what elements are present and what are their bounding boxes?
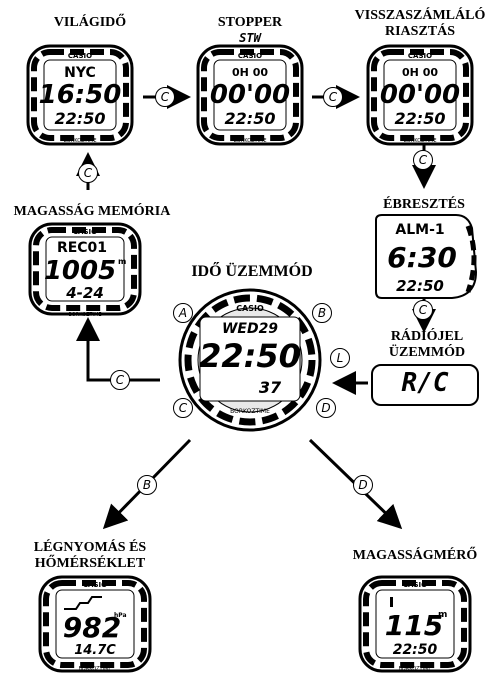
altimeter-label: MAGASSÁGMÉRŐ <box>352 548 478 563</box>
alarm-bottom: 22:50 <box>396 277 444 295</box>
bezel-text: BORKOZTIME <box>230 408 270 415</box>
button-a-marker: A <box>173 303 193 323</box>
countdown-label-1: VISSZASZÁMLÁLÓ <box>354 8 486 23</box>
bezel-text: BORKOZTIME <box>403 138 436 144</box>
brand-text: CASIO <box>68 52 92 60</box>
button-b-marker: B <box>137 475 157 495</box>
world-time-top: NYC <box>64 65 96 81</box>
pressure-graph-line <box>64 596 102 610</box>
button-c-marker: C <box>155 87 175 107</box>
watch-countdown: CASIO 0H 00 00'00 22:50 BORKOZTIME <box>366 44 474 146</box>
world-time-main: 16:50 <box>39 80 122 110</box>
watch-world-time: CASIO NYC 16:50 22:50 BORKOZTIME <box>26 44 134 146</box>
button-d-marker: D <box>316 398 336 418</box>
watch-altitude-memory: CASIO REC01 1005 m 4-24 BORKOZTIME <box>28 222 142 318</box>
radio-label-2: ÜZEMMÓD <box>388 345 466 360</box>
altimeter-bottom: 22:50 <box>393 642 438 658</box>
world-time-label: VILÁGIDŐ <box>53 15 127 30</box>
brand-text: CASIO <box>73 228 97 236</box>
world-time-bottom: 22:50 <box>55 109 106 128</box>
altimeter-main: 115 <box>385 609 443 642</box>
altitude-memory-top: REC01 <box>57 240 107 256</box>
button-c-marker: C <box>413 300 433 320</box>
barometer-main: 982 <box>63 611 121 644</box>
alarm-top: ALM-1 <box>395 222 444 238</box>
countdown-label-2: RIASZTÁS <box>384 24 456 39</box>
brand-text: CASIO <box>403 581 427 589</box>
button-c-marker: C <box>323 87 343 107</box>
watch-alarm: ALM-1 6:30 22:50 <box>375 214 478 299</box>
brand-text: CASIO <box>83 581 107 589</box>
alarm-main: 6:30 <box>387 241 457 274</box>
altitude-bar-segment <box>390 597 393 607</box>
button-c-marker: C <box>110 370 130 390</box>
stopper-label: STOPPER <box>217 15 283 30</box>
stopwatch-top: 0H 00 <box>232 66 268 79</box>
time-mode-bottom: 37 <box>259 378 282 397</box>
bezel-text: BORKOZTIME <box>63 138 96 144</box>
time-mode-main: 22:50 <box>199 337 301 375</box>
barometer-bottom: 14.7C <box>74 643 116 658</box>
altitude-memory-label: MAGASSÁG MEMÓRIA <box>13 204 171 219</box>
brand-text: CASIO <box>408 52 432 60</box>
time-mode-top: WED29 <box>222 321 278 337</box>
watch-stopwatch: CASIO 0H 00 00'00 22:50 BORKOZTIME <box>196 44 304 146</box>
button-d-marker: D <box>353 475 373 495</box>
bezel-text: BORKOZTIME <box>398 666 431 672</box>
barometer-unit: hPa <box>114 612 127 619</box>
stopwatch-main: 00'00 <box>210 80 290 110</box>
brand-text: CASIO <box>236 304 264 313</box>
altitude-memory-unit: m <box>118 257 126 266</box>
bezel-text: BORKOZTIME <box>78 666 111 672</box>
countdown-bottom: 22:50 <box>395 109 446 128</box>
countdown-top: 0H 00 <box>402 66 438 79</box>
bezel-text: BORKOZTIME <box>233 138 266 144</box>
stopper-sub-label: STW <box>239 31 261 45</box>
watch-time-mode: CASIO WED29 22:50 37 BORKOZTIME <box>178 288 322 432</box>
button-c-marker: C <box>173 398 193 418</box>
time-mode-label: IDŐ ÜZEMMÓD <box>191 263 313 280</box>
watch-barometer: CASIO 982 hPa 14.7C BORKOZTIME <box>38 575 152 673</box>
bezel-text: BORKOZTIME <box>68 312 101 318</box>
button-l-marker: L <box>330 348 350 368</box>
stopwatch-bottom: 22:50 <box>225 109 276 128</box>
brand-text: CASIO <box>238 52 262 60</box>
button-c-marker: C <box>413 150 433 170</box>
barometer-label-1: LÉGNYOMÁS ÉS <box>33 540 147 555</box>
radio-main: R/C <box>401 368 449 398</box>
altitude-memory-bottom: 4-24 <box>65 284 104 302</box>
barometer-label-2: HŐMÉRSÉKLET <box>34 556 146 571</box>
watch-altimeter: CASIO 115 m 22:50 BORKOZTIME <box>358 575 472 673</box>
countdown-main: 00'00 <box>380 80 460 110</box>
altimeter-unit: m <box>438 610 447 620</box>
button-c-marker: C <box>78 163 98 183</box>
alarm-label: ÉBRESZTÉS <box>383 197 465 212</box>
radio-label-1: RÁDIÓJEL <box>390 329 464 344</box>
radio-display <box>371 364 479 406</box>
button-b-marker: B <box>312 303 332 323</box>
altitude-memory-main: 1005 <box>44 256 116 286</box>
